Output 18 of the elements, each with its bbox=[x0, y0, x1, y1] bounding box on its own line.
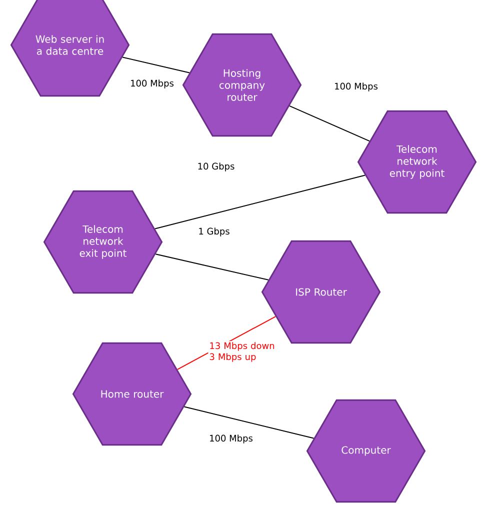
edge-label: 100 Mbps bbox=[129, 78, 175, 90]
network-node-hexagon: Home router bbox=[72, 342, 192, 446]
connection-line bbox=[289, 105, 370, 142]
network-node-hexagon: Telecom network entry point bbox=[357, 110, 477, 214]
network-node-hexagon: Computer bbox=[306, 399, 426, 503]
edge-label: 13 Mbps down 3 Mbps up bbox=[208, 341, 282, 363]
connection-line bbox=[155, 254, 269, 280]
network-node-hexagon: Hosting company router bbox=[182, 33, 302, 137]
edge-label: 10 Gbps bbox=[196, 162, 236, 172]
network-node-hexagon: Web server in a data centre bbox=[10, 0, 130, 97]
network-node-hexagon: Telecom network exit point bbox=[43, 190, 163, 294]
edge-label: 100 Mbps bbox=[333, 82, 379, 92]
edge-label: 100 Mbps bbox=[208, 434, 254, 444]
network-node-hexagon: ISP Router bbox=[261, 240, 381, 344]
edge-label: 1 Gbps bbox=[197, 226, 231, 238]
connection-line bbox=[184, 406, 314, 439]
connection-line bbox=[122, 56, 190, 74]
connection-line bbox=[154, 174, 366, 230]
